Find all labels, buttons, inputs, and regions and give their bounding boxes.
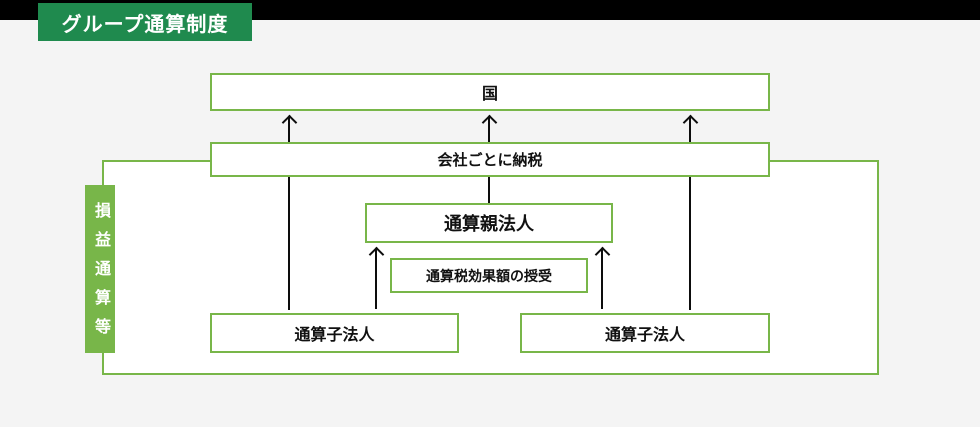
- title-badge: グループ通算制度: [38, 3, 252, 41]
- up-arrow-to-nation-left: [281, 114, 298, 142]
- up-arrow-to-nation-center: [481, 114, 498, 142]
- side-label-profit-loss-consolidation: 損益通算等: [85, 185, 115, 353]
- arrow-head-icon: [594, 246, 611, 263]
- arrow-head-icon: [682, 114, 699, 131]
- arrow-head-icon: [281, 114, 298, 131]
- consolidated-subsidiary-box-right: 通算子法人: [520, 313, 770, 353]
- up-arrow-to-parent-left: [368, 246, 385, 309]
- tax-per-company-box: 会社ごとに納税: [210, 142, 770, 177]
- arrow-head-icon: [481, 114, 498, 131]
- consolidated-subsidiary-box-left: 通算子法人: [210, 313, 459, 353]
- up-arrow-to-parent-right: [594, 246, 611, 309]
- tax-effect-transfer-box: 通算税効果額の授受: [390, 258, 588, 293]
- arrow-shaft: [488, 117, 490, 142]
- arrow-shaft: [601, 249, 603, 309]
- arrow-shaft: [375, 249, 377, 309]
- arrow-shaft: [689, 117, 691, 142]
- connector-line-left: [288, 177, 290, 310]
- connector-line-center: [488, 177, 490, 203]
- arrow-shaft: [288, 117, 290, 142]
- nation-box: 国: [210, 73, 770, 111]
- consolidated-parent-box: 通算親法人: [365, 203, 613, 243]
- up-arrow-to-nation-right: [682, 114, 699, 142]
- connector-line-right: [689, 177, 691, 310]
- arrow-head-icon: [368, 246, 385, 263]
